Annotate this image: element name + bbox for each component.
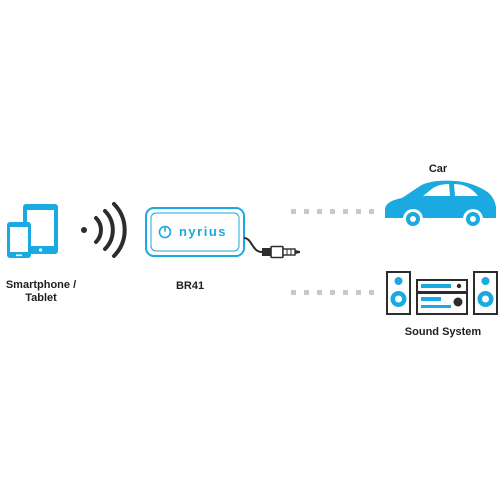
smartphone-tablet-icon (7, 204, 58, 258)
smartphone-label-line1: Smartphone / (5, 279, 77, 291)
dotted-connector-car (291, 209, 374, 214)
wireless-signal-icon (81, 202, 127, 258)
bluetooth-receiver-icon (145, 207, 300, 259)
dotted-connector-sound-system (291, 290, 374, 295)
sound-system-icon (386, 271, 498, 315)
sound-system-label: Sound System (404, 326, 482, 338)
smartphone-label-line2: Tablet (25, 292, 57, 304)
device-label: BR41 (175, 280, 205, 292)
car-icon (385, 180, 496, 229)
smartphone-tablet-label: Smartphone / Tablet (0, 279, 82, 305)
brand-text: nyrius (179, 224, 227, 239)
car-label: Car (428, 163, 448, 175)
